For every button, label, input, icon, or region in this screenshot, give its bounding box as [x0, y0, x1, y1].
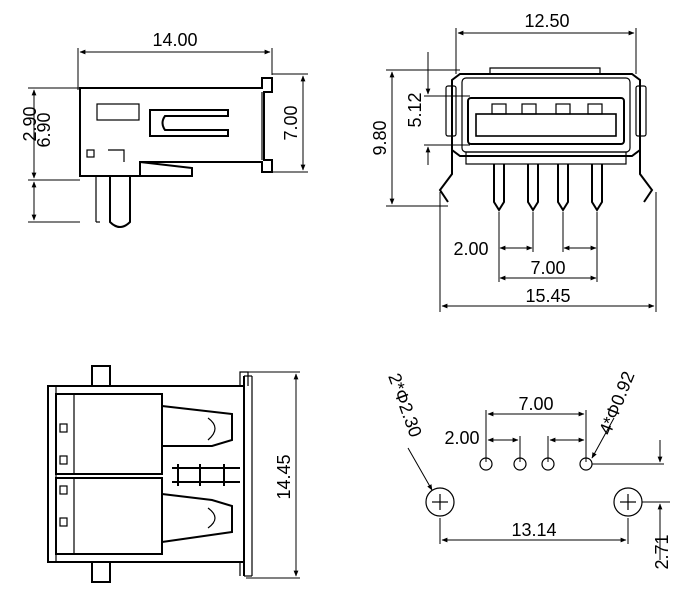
footprint-pin-span-label: 7.00 — [518, 394, 553, 414]
side-height-bottom-label: 6.90 — [34, 112, 54, 147]
footprint-hole-span-label: 13.14 — [511, 520, 556, 540]
front-opening-height-label: 5.12 — [405, 92, 425, 127]
front-pin-span-label: 7.00 — [530, 258, 565, 278]
front-width-label: 12.50 — [524, 11, 569, 31]
side-height-top-label: 2.90 — [20, 106, 40, 141]
top-view: 14.45 — [47, 365, 300, 583]
side-body-height-label: 7.00 — [281, 105, 301, 140]
side-view: 14.00 7.00 2.90 6.90 — [20, 30, 308, 228]
front-pin-pitch-label: 2.00 — [453, 239, 488, 259]
footprint-small-holes-label: 4*Φ0.92 — [595, 368, 638, 437]
front-total-width-label: 15.45 — [525, 286, 570, 306]
front-view: 12.50 9.80 5.12 — [370, 11, 657, 312]
footprint-offset-label: 2.71 — [652, 534, 672, 569]
pcb-footprint: 7.00 2.00 2*Φ2.30 4*Φ0.92 13.14 — [384, 368, 672, 569]
side-width-label: 14.00 — [152, 30, 197, 50]
footprint-large-holes-label: 2*Φ2.30 — [384, 371, 426, 440]
footprint-pin-pitch-label: 2.00 — [444, 428, 479, 448]
front-total-height-label: 9.80 — [370, 120, 390, 155]
top-length-label: 14.45 — [274, 454, 294, 499]
